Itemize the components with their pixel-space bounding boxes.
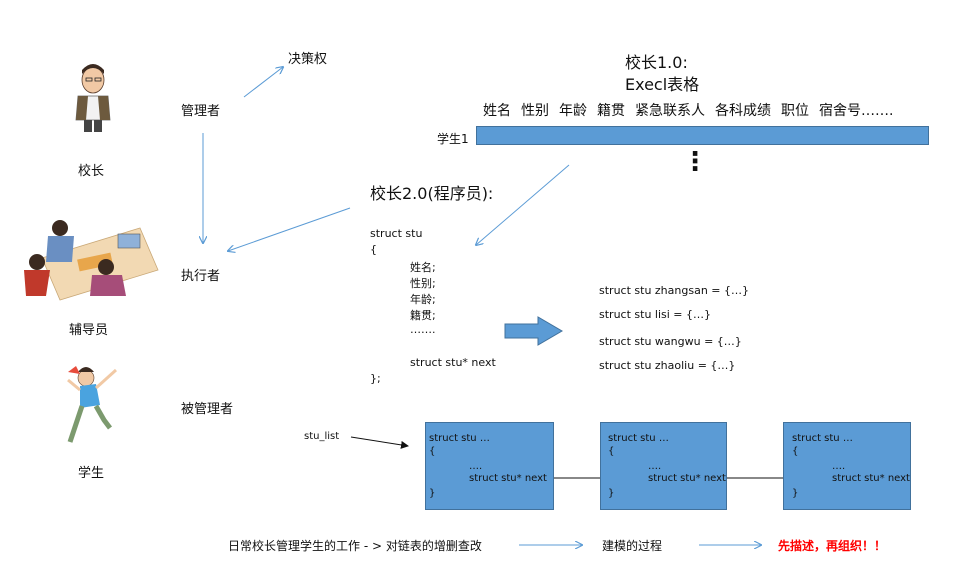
v1-column-headers: 姓名 性别 年龄 籍贯 紧急联系人 各科成绩 职位 宿舍号……. [483,100,893,120]
v1-column: 各科成绩 [715,103,771,119]
node-line: …. [832,461,846,472]
block-arrow-right [504,316,563,346]
bottom-text-emphasis: 先描述，再组织！！ [778,539,887,553]
node-line: struct stu* next [832,473,910,484]
node-line: { [429,446,436,457]
instance-line: struct stu zhangsan = {…} [599,284,749,297]
arrow-manager-decision [243,67,283,98]
struct-line: 姓名; [410,261,436,274]
node-line: } [429,488,436,499]
v1-student-row-bar [476,126,929,145]
v1-row-label: 学生1 [437,132,469,146]
v1-column: 姓名 [483,103,511,119]
v1-column: 紧急联系人 [635,103,705,119]
role-principal: 校长 [78,164,105,179]
v1-column: 职位 [781,103,809,119]
counselor-meeting-icon [24,220,159,301]
role-counselor: 辅导员 [69,323,109,338]
list-node-3: struct stu … { …. struct stu* next } [783,422,911,510]
student-jumping-icon [67,366,118,443]
v1-title-line1: 校长1.0: [625,53,688,72]
struct-line: 籍贯; [410,309,436,322]
instance-line: struct stu lisi = {…} [599,308,712,321]
struct-line: ……. [410,323,436,336]
bottom-text-1: 日常校长管理学生的工作 - > 对链表的增删查改 [228,539,482,553]
v1-column: 宿舍号……. [819,103,894,119]
list-node-2: struct stu … { …. struct stu* next } [600,422,727,510]
node-line: struct stu* next [648,473,726,484]
struct-line: struct stu* next [410,356,496,369]
node-line: …. [469,461,483,472]
v2-title: 校长2.0(程序员): [370,184,494,203]
list-node-1: struct stu … { …. struct stu* next } [425,422,554,510]
node-line: { [792,446,799,457]
v1-title-line2: Execl表格 [625,75,700,94]
arrow-head-pointer [350,436,409,449]
role-student: 学生 [78,466,105,481]
v1-column: 年龄 [559,103,587,119]
v1-vertical-dots: ⋮ [682,147,708,177]
node-line: struct stu … [792,433,853,444]
principal-figure-icon [75,64,111,132]
arrow-excel-struct [476,164,570,245]
node-line: struct stu* next [469,473,547,484]
struct-line: }; [370,372,381,385]
v1-column: 性别 [521,103,549,119]
instance-line: struct stu wangwu = {…} [599,335,742,348]
struct-line: 性别; [410,277,436,290]
v1-column: 籍贯 [597,103,625,119]
struct-line: 年龄; [410,293,436,306]
label-executor: 执行者 [181,269,221,284]
node-line: } [608,488,615,499]
node-line: { [608,446,615,457]
label-managed: 被管理者 [181,402,234,417]
struct-line: struct stu [370,227,423,240]
label-decision-power: 决策权 [288,52,328,67]
node-line: } [792,488,799,499]
label-manager: 管理者 [181,104,221,119]
list-head-label: stu_list [304,431,340,442]
node-line: struct stu … [429,433,490,444]
arrow-programmer-executor [228,207,351,251]
node-line: struct stu … [608,433,669,444]
node-line: …. [648,461,662,472]
struct-line: { [370,243,377,256]
bottom-text-2: 建模的过程 [602,539,663,553]
instance-line: struct stu zhaoliu = {…} [599,359,736,372]
